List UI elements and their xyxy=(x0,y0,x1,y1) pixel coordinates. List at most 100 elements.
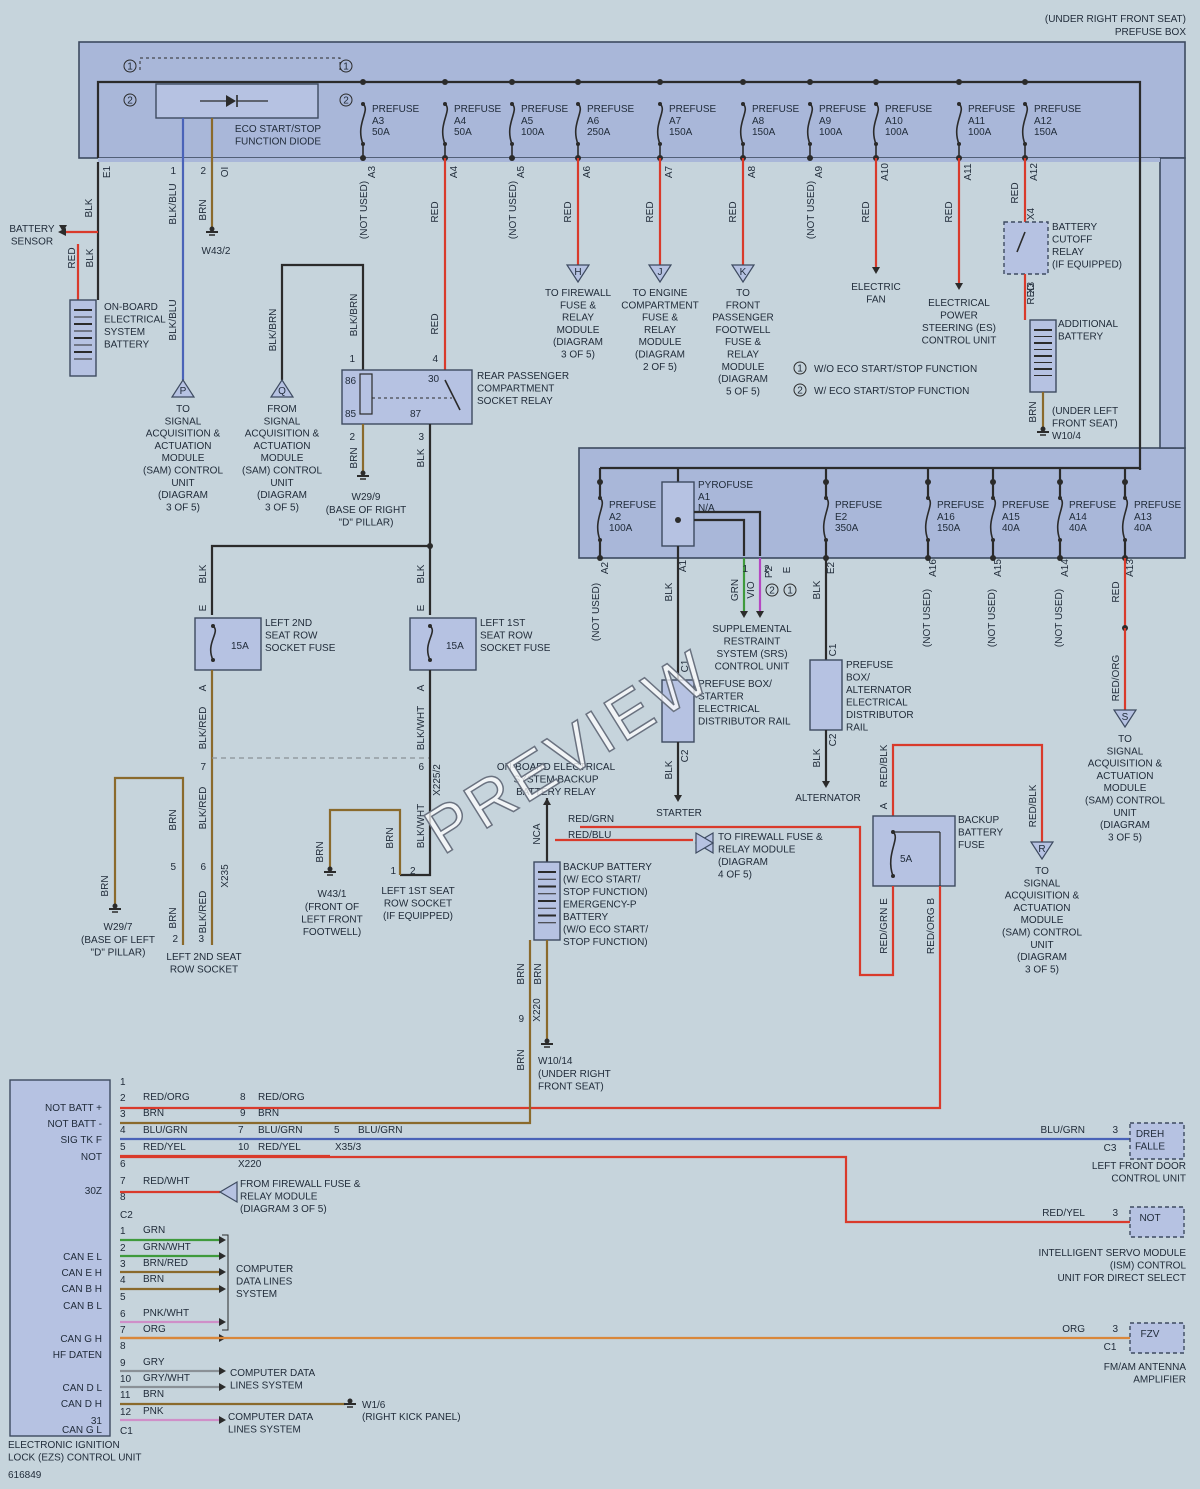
dest-firewall-h: (DIAGRAM xyxy=(553,337,603,348)
dest-engine-j: 2 OF 5) xyxy=(643,362,677,373)
right-unit-label: AMPLIFIER xyxy=(1133,1375,1186,1386)
wire-left1-blkwht-label-2: BLK/WHT xyxy=(416,804,427,848)
wire-redorg-ezs xyxy=(120,886,942,1110)
circled-number: 1 xyxy=(343,62,349,73)
backup-battery-label: BACKUP BATTERY xyxy=(563,862,652,873)
prefuse-A4-id: A4 xyxy=(454,116,467,127)
prefuse-A6-amp: 250A xyxy=(587,127,611,138)
onboard-battery-label: ON-BOARD xyxy=(104,302,158,313)
right-unit-label: CONTROL UNIT xyxy=(1111,1174,1186,1185)
fuse-terminal xyxy=(1123,496,1127,500)
wire-left2-blkred-label: BLK/RED xyxy=(198,707,209,750)
prefuse-A15-amp: 40A xyxy=(1002,523,1020,534)
ground-icon xyxy=(360,470,366,476)
data-lines-label-a: DATA LINES xyxy=(236,1277,293,1288)
pyrofuse-value: N/A xyxy=(698,503,715,514)
wire-A10-label: RED xyxy=(861,201,872,222)
dest-firewall-h: TO FIREWALL xyxy=(545,288,612,299)
data-lines-label-b: LINES SYSTEM xyxy=(230,1381,303,1392)
prefuse-box-location: (UNDER RIGHT FRONT SEAT) xyxy=(1045,14,1186,25)
cutoff-x3: X3 xyxy=(1026,281,1037,294)
dest-passenger-k: FUSE & xyxy=(725,337,761,348)
sam-r-label: SIGNAL xyxy=(1024,878,1061,889)
connector-letter: K xyxy=(740,267,747,278)
prefuse-A14-amp: 40A xyxy=(1069,523,1087,534)
left2-pin-6: 6 xyxy=(200,862,206,873)
prefuse-A8-id: A8 xyxy=(752,116,765,127)
alt-rail-label: DISTRIBUTOR xyxy=(846,710,914,721)
ground-w29-9: W29/9 xyxy=(352,492,381,503)
prefuse-E2-amp: 350A xyxy=(835,523,859,534)
srs-label: SUPPLEMENTAL xyxy=(712,624,792,635)
to-firewall-label: (DIAGRAM xyxy=(718,857,768,868)
circled-number-icon xyxy=(339,59,353,73)
fuse-terminal xyxy=(510,102,514,106)
prefuse-A13-icon xyxy=(1121,497,1129,541)
wire-left1-blkwht-label: BLK/WHT xyxy=(416,706,427,750)
prefuse-A8-name: PREFUSE xyxy=(752,104,800,115)
left2-socket-label: LEFT 2ND SEAT xyxy=(166,952,241,963)
sam-r-label: (DIAGRAM xyxy=(1017,952,1067,963)
wire-A14: (NOT USED) xyxy=(1054,589,1065,647)
ezs-pin-1: 1 xyxy=(120,1077,126,1088)
sam-s-label: ACQUISITION & xyxy=(1088,759,1163,770)
splice-dot xyxy=(1057,555,1063,561)
sam-r-label: ACTUATION xyxy=(1013,903,1070,914)
left1-fuse-label: SOCKET FUSE xyxy=(480,643,551,654)
onboard-battery-label: ELECTRICAL xyxy=(104,315,166,326)
ezs-x35: X35/3 xyxy=(335,1142,362,1153)
wire-E2-blk-label: BLK xyxy=(812,580,823,599)
prefuse-A12-amp: 150A xyxy=(1034,127,1058,138)
relay-t85: 85 xyxy=(345,409,357,420)
connector-triangle-icon xyxy=(170,378,196,398)
prefuse-A4-amp: 50A xyxy=(454,127,472,138)
relay-switch-icon xyxy=(1016,231,1026,253)
can-pin-name: CAN D L xyxy=(63,1383,103,1394)
ground-w29-7-desc: (BASE OF LEFT xyxy=(81,935,155,946)
ezs-control-unit xyxy=(9,1079,111,1437)
wire-left2-blkred-label-2: BLK/RED xyxy=(198,787,209,830)
arrow-left-icon xyxy=(58,228,66,236)
left2-fuse-label: SOCKET FUSE xyxy=(265,643,336,654)
can-pin-name: CAN D H xyxy=(61,1399,102,1410)
wire-left2-blkred-label-3: BLK/RED xyxy=(198,891,209,934)
wire-w29-7-brn-label-2: BRN xyxy=(168,907,179,928)
relay-pin-2: 2 xyxy=(349,432,355,443)
right-unit-label: INTELLIGENT SERVO MODULE xyxy=(1039,1248,1187,1259)
circled-number: 2 xyxy=(797,386,803,397)
splice-dot xyxy=(442,79,448,85)
wire-sensor-blk: BLK xyxy=(85,248,96,267)
ground-icon xyxy=(544,1038,550,1044)
backup-fuse-icon xyxy=(889,831,897,877)
wire-redorg-label: RED/ORG xyxy=(1111,654,1122,701)
pin-A13: A13 xyxy=(1125,559,1136,577)
prefuse-A11-amp: 100A xyxy=(968,127,992,138)
sam-r-label: ACQUISITION & xyxy=(1005,891,1080,902)
wire-alt-blk-label: BLK xyxy=(812,748,823,767)
ezs-wire-label: BLU/GRN xyxy=(143,1125,187,1136)
can-pin-name: CAN B L xyxy=(63,1301,102,1312)
sam-p-label: (SAM) CONTROL xyxy=(143,466,223,477)
circled-number-icon xyxy=(793,383,807,397)
connector-letter: P xyxy=(180,386,187,397)
srs-pin-1: 1 xyxy=(742,564,748,575)
srs-label: CONTROL UNIT xyxy=(715,662,790,673)
arrow-icon xyxy=(955,283,963,290)
rail-c2: C2 xyxy=(680,749,691,762)
fuse-terminal xyxy=(741,102,745,106)
circled-number-icon xyxy=(123,59,137,73)
prefuse-A15-name: PREFUSE xyxy=(1002,500,1050,511)
alt-rail-label: ALTERNATOR xyxy=(846,685,912,696)
es-unit-label: CONTROL UNIT xyxy=(922,336,997,347)
ezs-pin-8: 8 xyxy=(120,1192,126,1203)
arrow-icon xyxy=(872,267,880,274)
cutoff-relay-label: RELAY xyxy=(1052,247,1084,258)
prefuse-A10-name: PREFUSE xyxy=(885,104,933,115)
left1-socket-label: LEFT 1ST SEAT xyxy=(381,886,454,897)
left1-fuse-label: LEFT 1ST xyxy=(480,618,525,629)
can-wire-label: BRN xyxy=(143,1274,164,1285)
alt-rail-label: ELECTRICAL xyxy=(846,698,908,709)
from-firewall-label: RELAY MODULE xyxy=(240,1192,318,1203)
prefuse-E2-name: PREFUSE xyxy=(835,500,883,511)
alt-rail-c2: C2 xyxy=(828,733,839,746)
